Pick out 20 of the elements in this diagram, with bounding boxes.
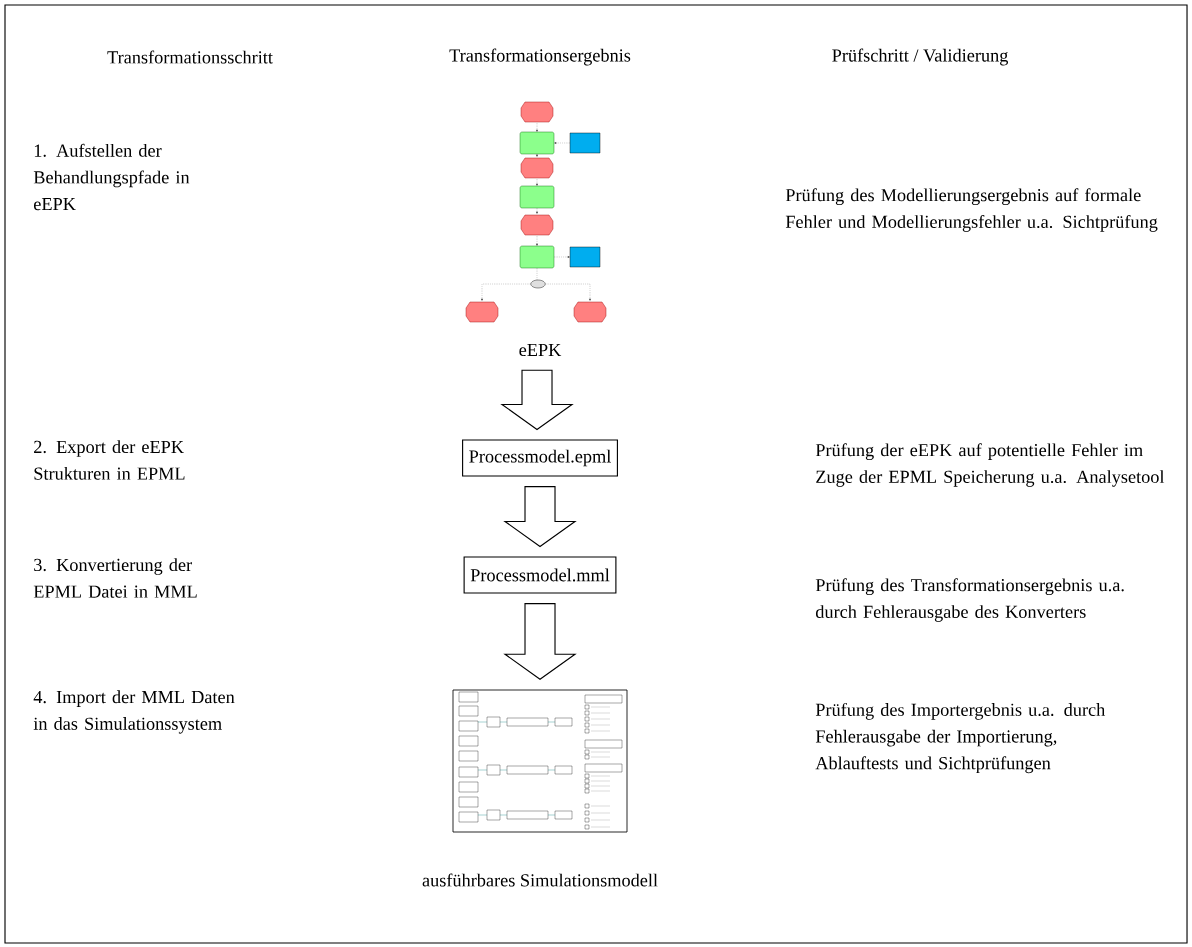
column-heading: Prüfschritt / Validierung — [832, 48, 1009, 66]
node-label: eEPK — [519, 343, 562, 357]
step-text: 1. Aufstellen der Behandlungspfade in eEPK — [33, 143, 190, 211]
check-text: Prüfung des Modellierungsergebnis auf formale Fehler und Modellierungsfehler u.a. Sichtprüfung — [785, 188, 1158, 232]
block-arrow — [503, 603, 577, 680]
column-heading: Transformationsergebnis — [449, 48, 631, 66]
file-box: Processmodel.epml — [462, 439, 618, 477]
step-text: 3. Konvertierung der EPML Datei in MML — [33, 558, 197, 598]
block-arrow — [500, 369, 574, 431]
file-box: Processmodel.mml — [463, 556, 617, 594]
flowchart-drawing — [465, 101, 607, 323]
step-text: 2. Export der eEPK Strukturen in EPML — [34, 440, 185, 480]
column-heading: Transformationsschritt — [107, 50, 273, 64]
block-arrow — [503, 486, 577, 548]
check-text: Prüfung der eEPK auf potentielle Fehler im Zuge der EPML Speicherung u.a. Analysetool — [815, 443, 1165, 487]
check-text: Prüfung des Importergebnis u.a. durch Fehlerausgabe der Importierung, Ablauftests und Sichtprüfungen — [815, 702, 1106, 774]
simulation-model-drawing — [452, 689, 628, 833]
check-text: Prüfung des Transformationsergebnis u.a. durch Fehlerausgabe des Konverters — [815, 578, 1124, 622]
step-text: 4. Import der MML Daten in das Simulationssystem — [33, 690, 235, 734]
node-label: ausführbares Simulationsmodell — [422, 873, 658, 887]
